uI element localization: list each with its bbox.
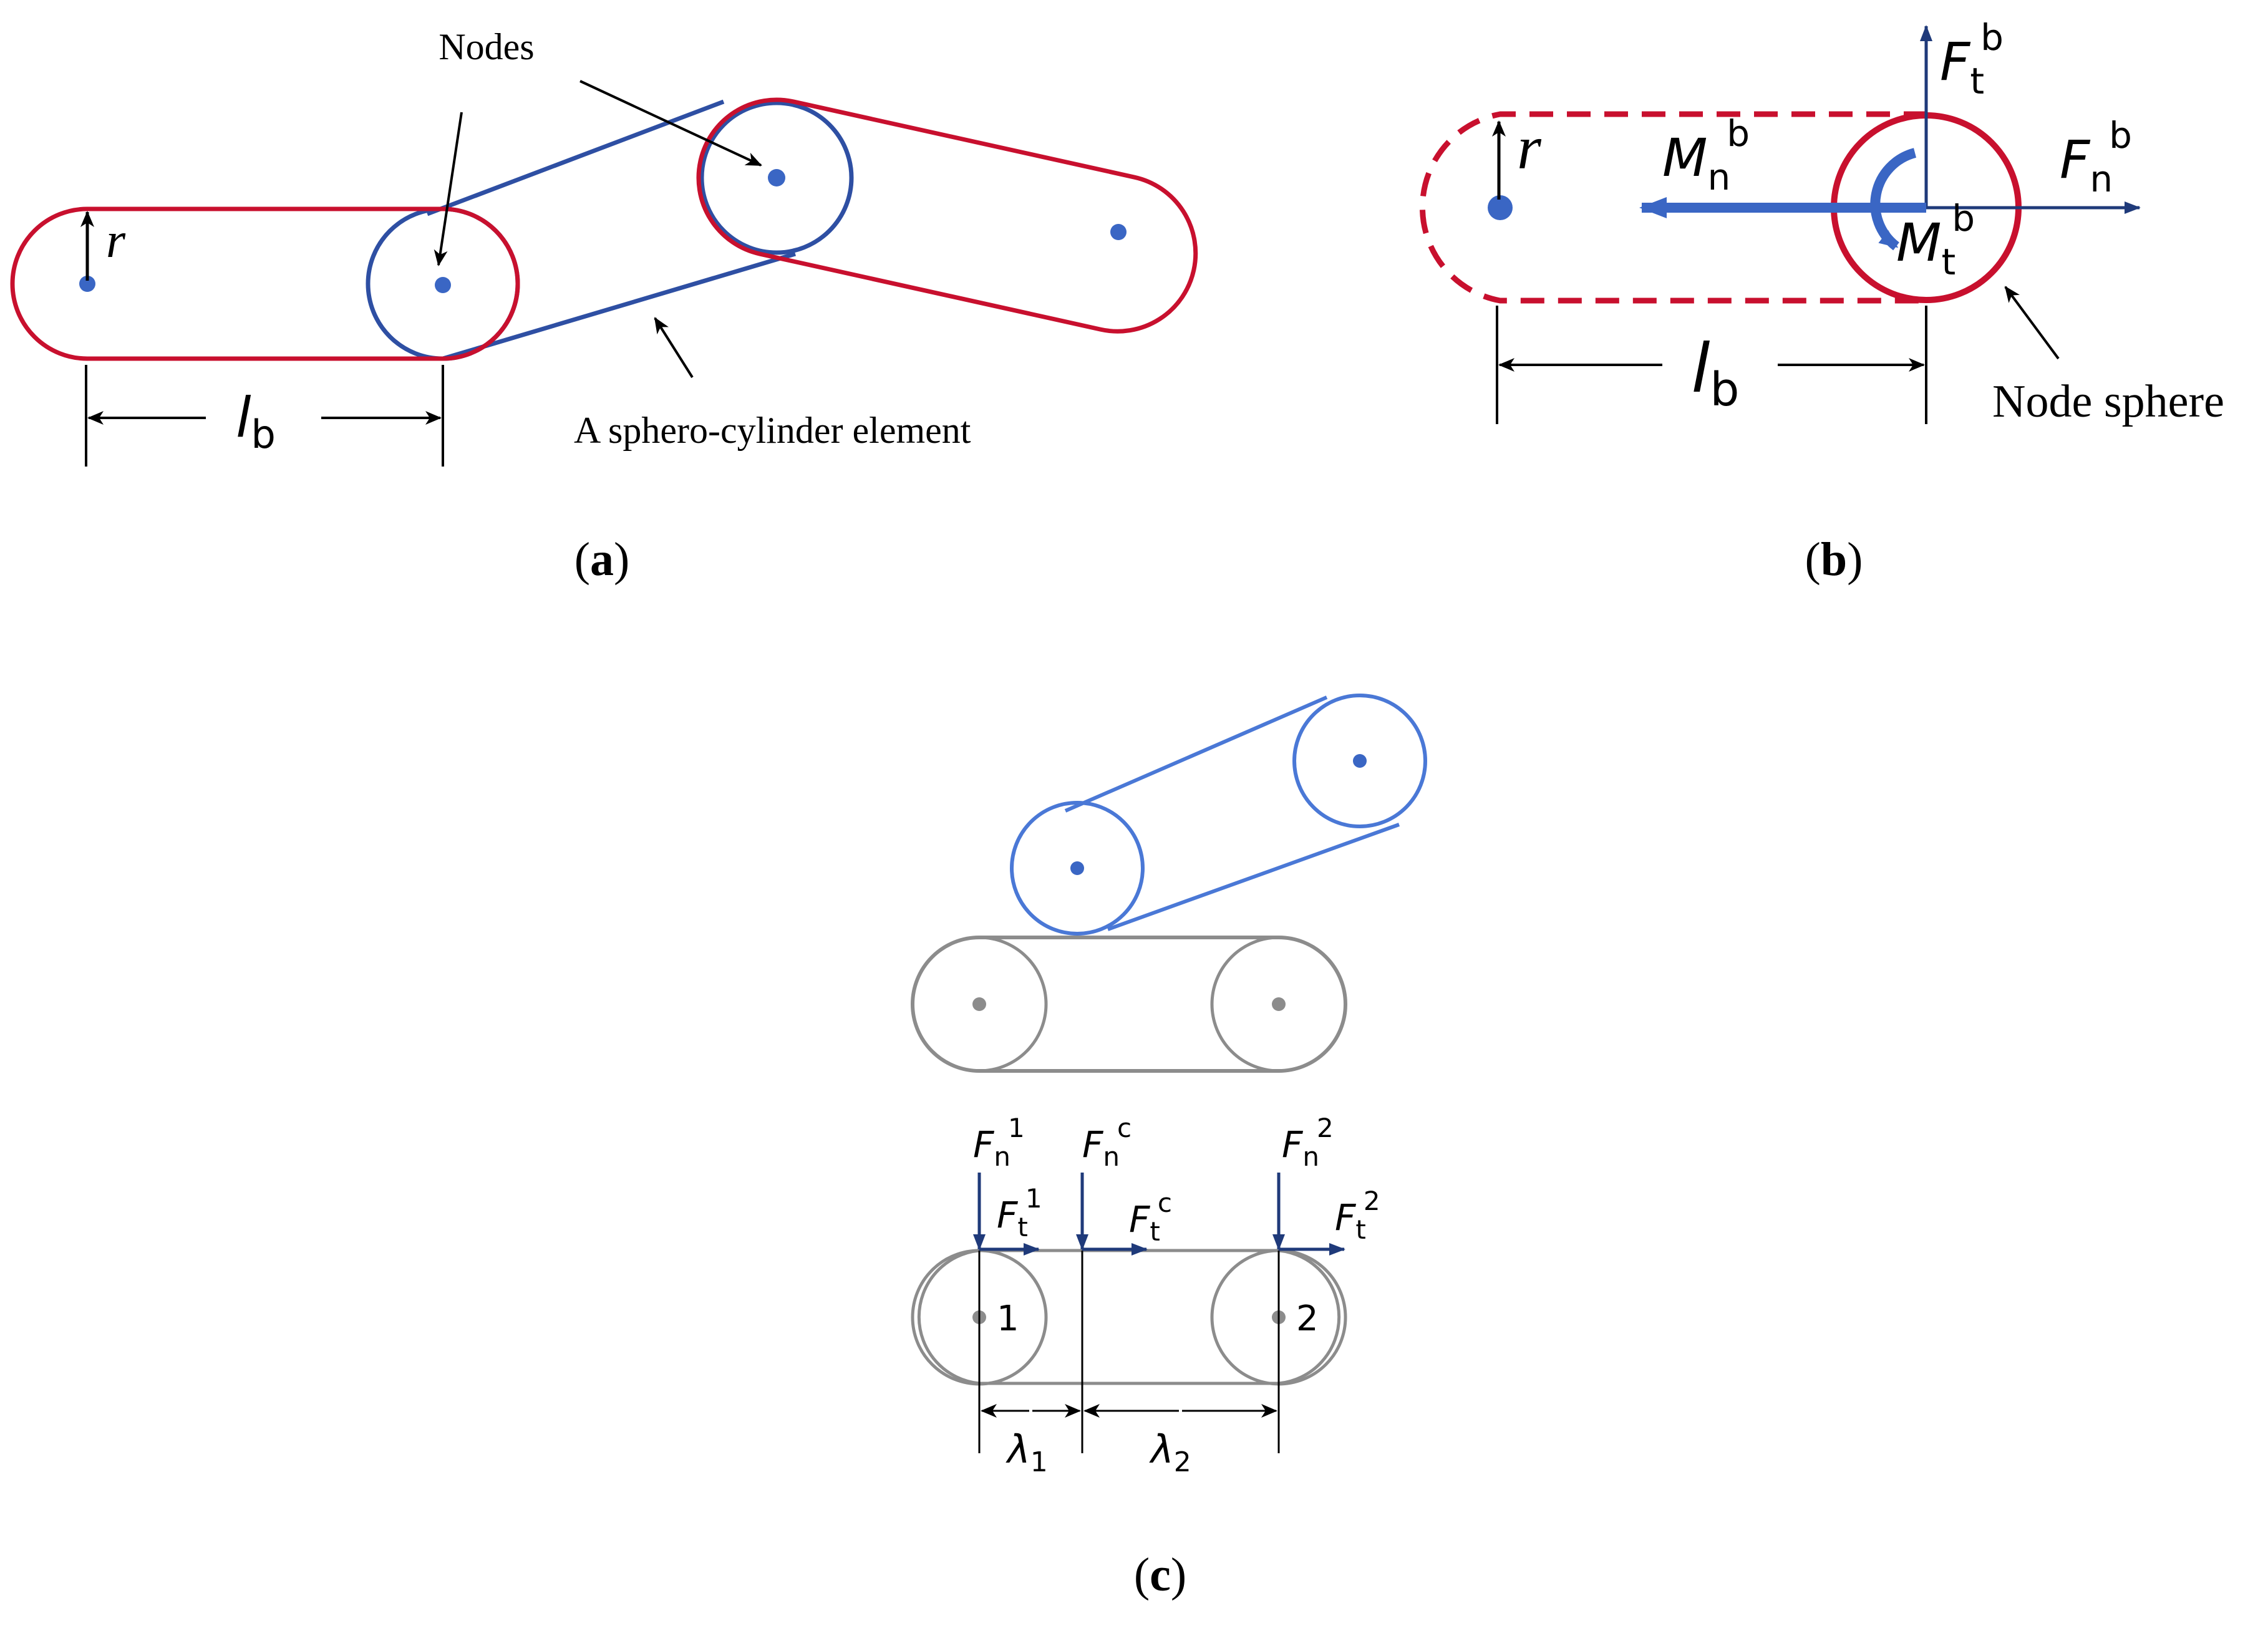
node-sphere-label: Node sphere xyxy=(1992,376,2224,427)
red-element-right xyxy=(696,97,1198,334)
lambda1-label: λ1 xyxy=(1006,1426,1048,1478)
caption-a: (a) xyxy=(574,533,630,586)
element-label: A sphero-cylinder element xyxy=(574,410,971,451)
element-leader-arrow xyxy=(654,317,694,379)
node-dot xyxy=(435,277,451,293)
node-dot xyxy=(79,276,95,292)
force-distribution-element: 1 2 xyxy=(911,1249,1347,1386)
radius-label: r xyxy=(106,213,126,268)
node-1-label: 1 xyxy=(997,1299,1019,1339)
panel-c: 1 2 Fn1 Ft1 Fnc Ftc Fn2 Ft2 λ1 λ2 (c) xyxy=(911,694,1427,1601)
panel-b: r Ftb Fnb Mnb Mtb Node sphere lb (b) xyxy=(1419,16,2224,586)
node-sphere-right-blue xyxy=(699,100,854,255)
moment-Mt-curved-arrow xyxy=(1870,148,1917,251)
nodes-leader-arrow xyxy=(579,80,762,167)
node-sphere-leader-arrow xyxy=(2004,286,2060,360)
node-dot xyxy=(1353,754,1367,768)
caption-b: (b) xyxy=(1805,533,1863,586)
node-dot xyxy=(972,997,986,1011)
force-Fn2-label: Fn2 xyxy=(1282,1113,1334,1172)
force-Fn-label: Fnb xyxy=(2060,114,2132,200)
force-Ft2-label: Ft2 xyxy=(1335,1186,1380,1245)
moment-Mn-label: Mnb xyxy=(1662,112,1750,198)
panel-a: r Nodes A sphero-cylinder element lb (a) xyxy=(10,26,1198,586)
nodes-leader-arrow xyxy=(434,112,463,266)
blue-sphero-cylinder xyxy=(366,99,854,361)
node-dot xyxy=(1070,861,1084,875)
force-Fnc-label: Fnc xyxy=(1082,1113,1132,1172)
force-Ft1-label: Ft1 xyxy=(997,1183,1042,1242)
gray-contact-element xyxy=(911,936,1347,1073)
node-dot xyxy=(1272,997,1286,1011)
dashed-element-outline xyxy=(1419,111,1927,304)
radius-label: r xyxy=(1517,113,1542,182)
nodes-label: Nodes xyxy=(439,26,534,67)
force-Ft-label: Ftb xyxy=(1940,16,2004,102)
moment-Mt-label: Mtb xyxy=(1896,197,1975,283)
node-dot xyxy=(1110,224,1127,240)
node-2-label: 2 xyxy=(1296,1299,1319,1339)
length-label: lb xyxy=(1692,330,1740,417)
caption-c: (c) xyxy=(1134,1549,1186,1601)
force-Fn1-label: Fn1 xyxy=(973,1113,1025,1172)
force-Ftc-label: Ftc xyxy=(1129,1188,1172,1247)
node-dot xyxy=(1488,195,1513,220)
length-label: lb xyxy=(236,385,276,457)
lambda2-label: λ2 xyxy=(1149,1426,1191,1478)
node-dot xyxy=(768,169,785,186)
blue-contact-element xyxy=(1010,694,1427,936)
red-element-left xyxy=(10,206,520,361)
